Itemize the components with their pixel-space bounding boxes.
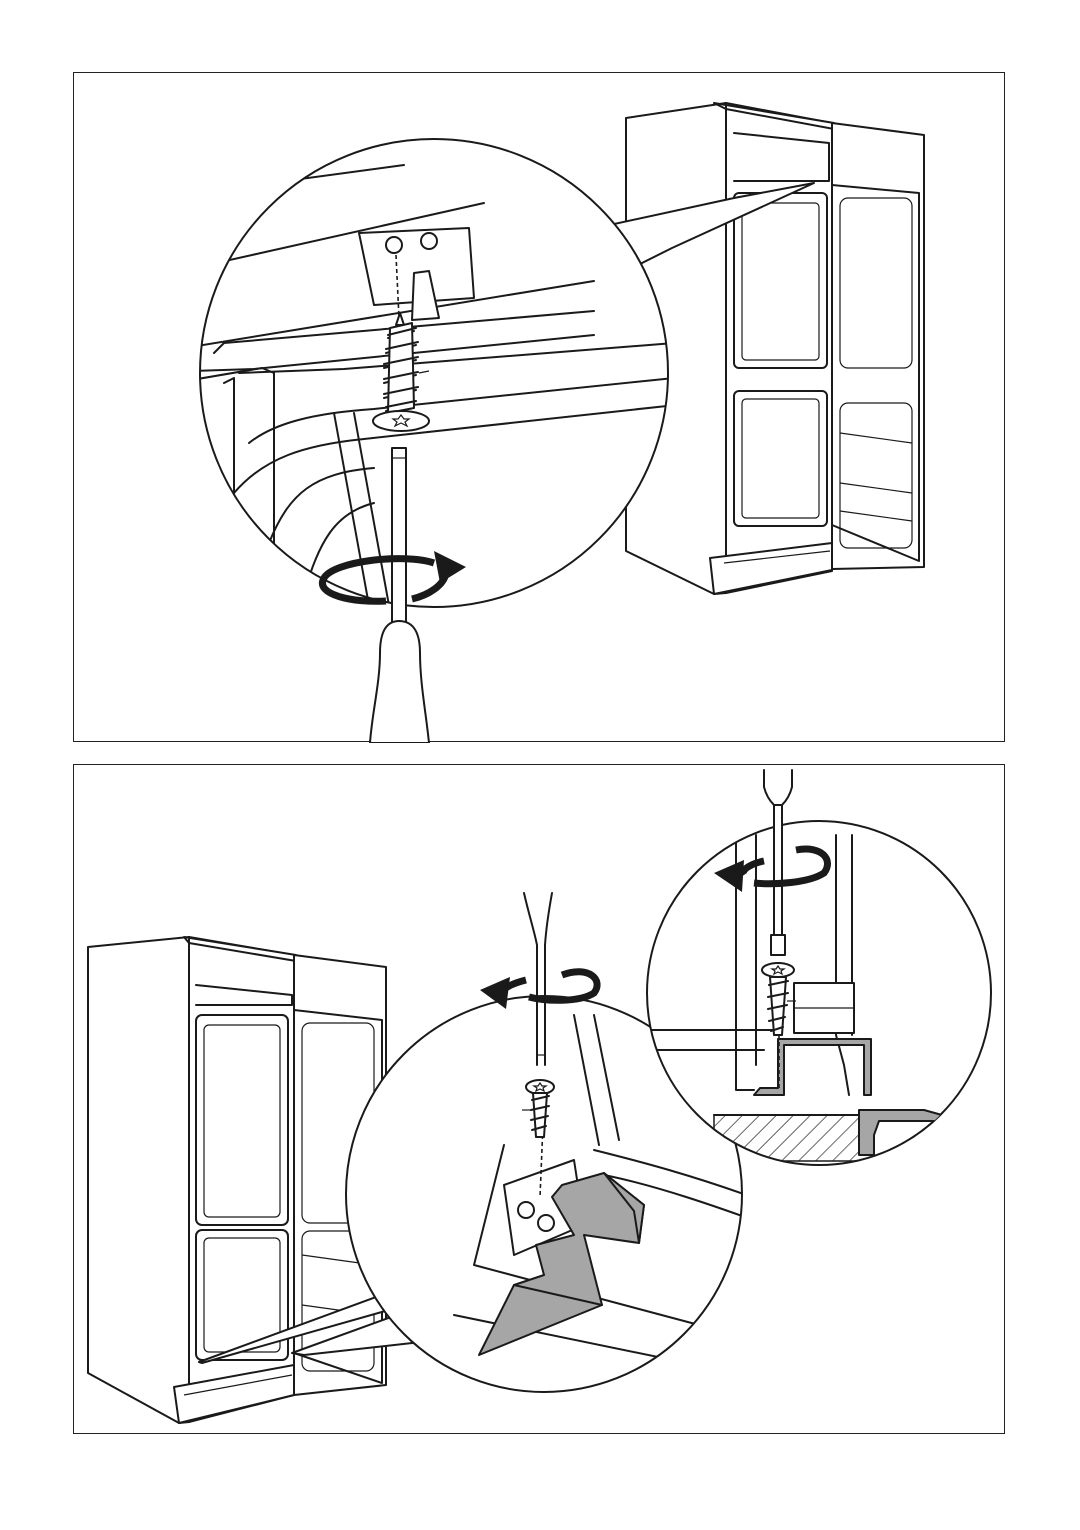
- magnifier-section-view: [647, 770, 1006, 1165]
- fridge-cabinet-top-view: [626, 103, 924, 594]
- bottom-hinge-illustration: [74, 765, 1006, 1435]
- top-hinge-illustration: [74, 73, 1006, 743]
- magnifier-top-hinge: [134, 139, 694, 743]
- figure-bottom-hinge-panel: [73, 764, 1005, 1434]
- figure-top-hinge-panel: [73, 72, 1005, 742]
